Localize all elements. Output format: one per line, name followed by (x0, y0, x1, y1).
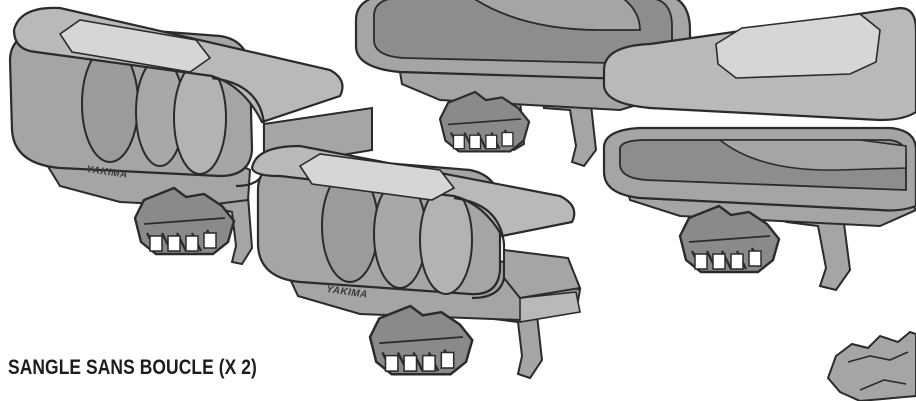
clamp-front-center: YAKIMA (250, 144, 582, 380)
caption-strap-without-buckle: SANGLE SANS BOUCLE (X 2) (8, 356, 257, 379)
clamp-side-right (602, 6, 916, 292)
strap-pieces-bottom-right (826, 330, 916, 401)
clamp-front-top-left: YAKIMA (8, 6, 373, 266)
clamp-side-top-center (354, 0, 692, 168)
